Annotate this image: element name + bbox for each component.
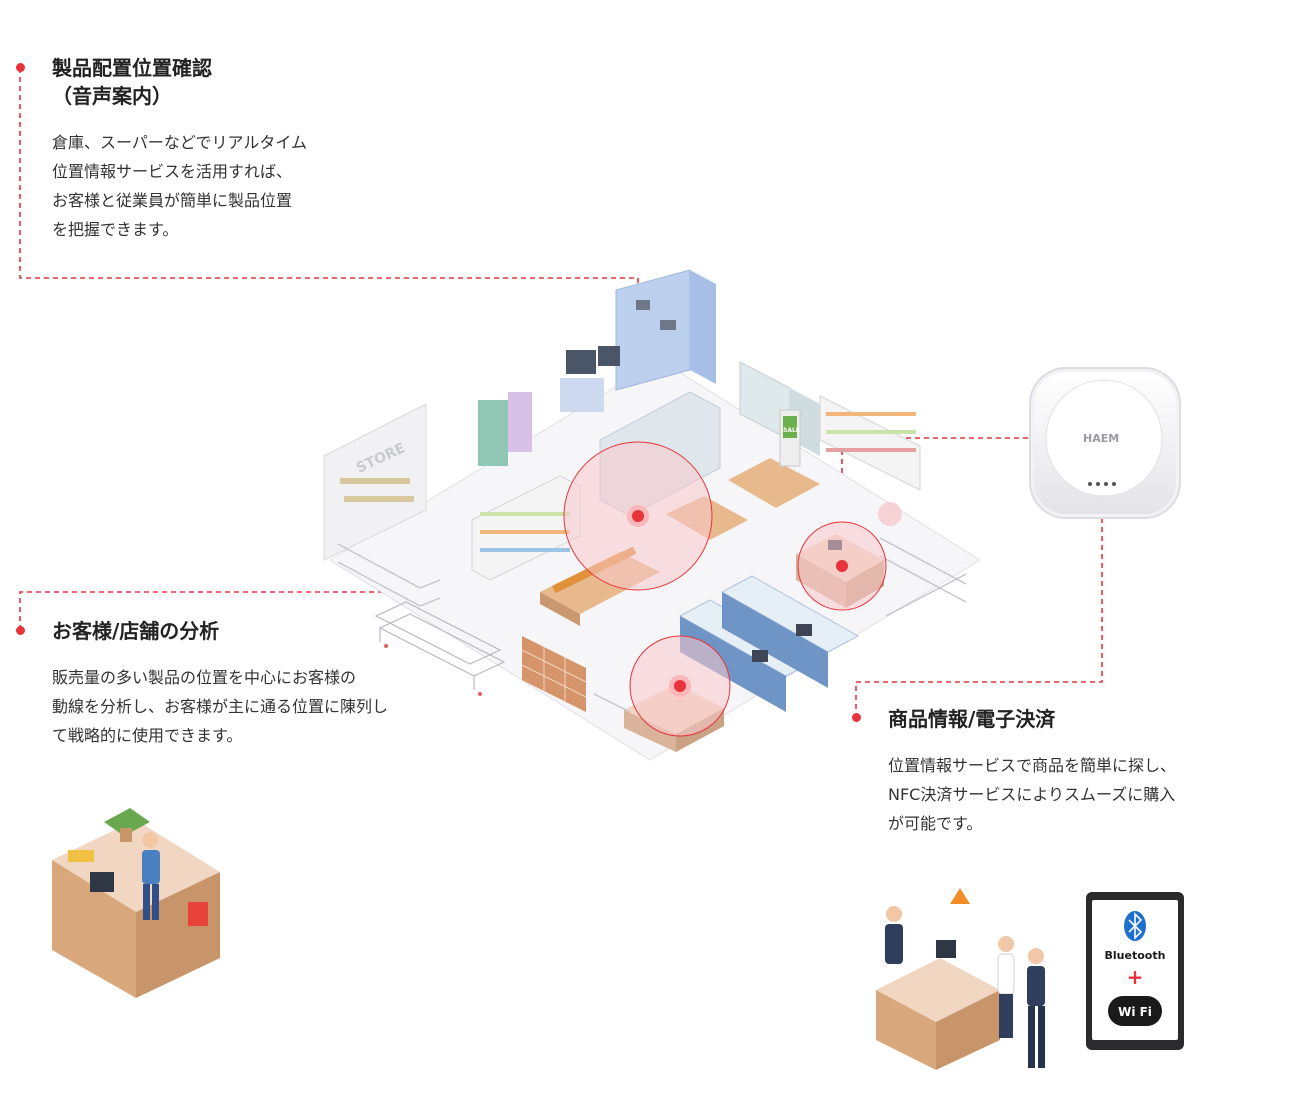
plus-sign: + [1127,965,1144,989]
section-description: 販売量の多い製品の位置を中心にお客様の 動線を分析し、お客様が主に通る位置に陳列… [52,668,389,745]
wifi-label: Wi Fi [1118,1005,1152,1019]
store-wall: STORE [323,403,427,561]
sale-sign: SALE [783,427,800,434]
product-shelves [471,395,921,581]
marker-customer-analysis [16,626,25,635]
connector-payment-info [855,518,1103,718]
electronics-display [560,269,716,412]
shopping-carts [374,601,506,696]
location-zones [563,441,902,737]
section-customer-analysis: お客様/店舗の分析 販売量の多い製品の位置を中心にお客様の 動線を分析し、お客様… [52,617,472,750]
section-title: お客様/店舗の分析 [52,619,220,643]
bluetooth-label: Bluetooth [1105,949,1166,962]
section-title: 製品配置位置確認 （音声案内） [52,56,212,108]
entrance-railings [337,537,967,713]
marker-product-location [16,63,25,72]
checkout-counters [678,575,860,712]
reception-counter-illustration [52,808,220,998]
payment-counter-illustration [876,888,1045,1070]
lockers [521,636,587,712]
section-title: 商品情報/電子決済 [888,707,1056,731]
sale-kiosk: SALE [779,409,801,467]
section-description: 位置情報サービスで商品を簡単に探し、 NFC決済サービスによりスムーズに購入 が… [888,756,1177,833]
section-product-location: 製品配置位置確認 （音声案内） 倉庫、スーパーなどでリアルタイム 位置情報サービ… [52,54,382,244]
marker-product-payment [852,713,861,722]
wifi-icon [1108,996,1162,1026]
tablet: Bluetooth + Wi Fi [1086,892,1184,1050]
section-product-payment: 商品情報/電子決済 位置情報サービスで商品を簡単に探し、 NFC決済サービスによ… [888,705,1268,838]
haem-device: HAEM [1029,367,1181,519]
section-description: 倉庫、スーパーなどでリアルタイム 位置情報サービスを活用すれば、 お客様と従業員… [52,133,308,239]
device-logo: HAEM [1083,432,1119,445]
